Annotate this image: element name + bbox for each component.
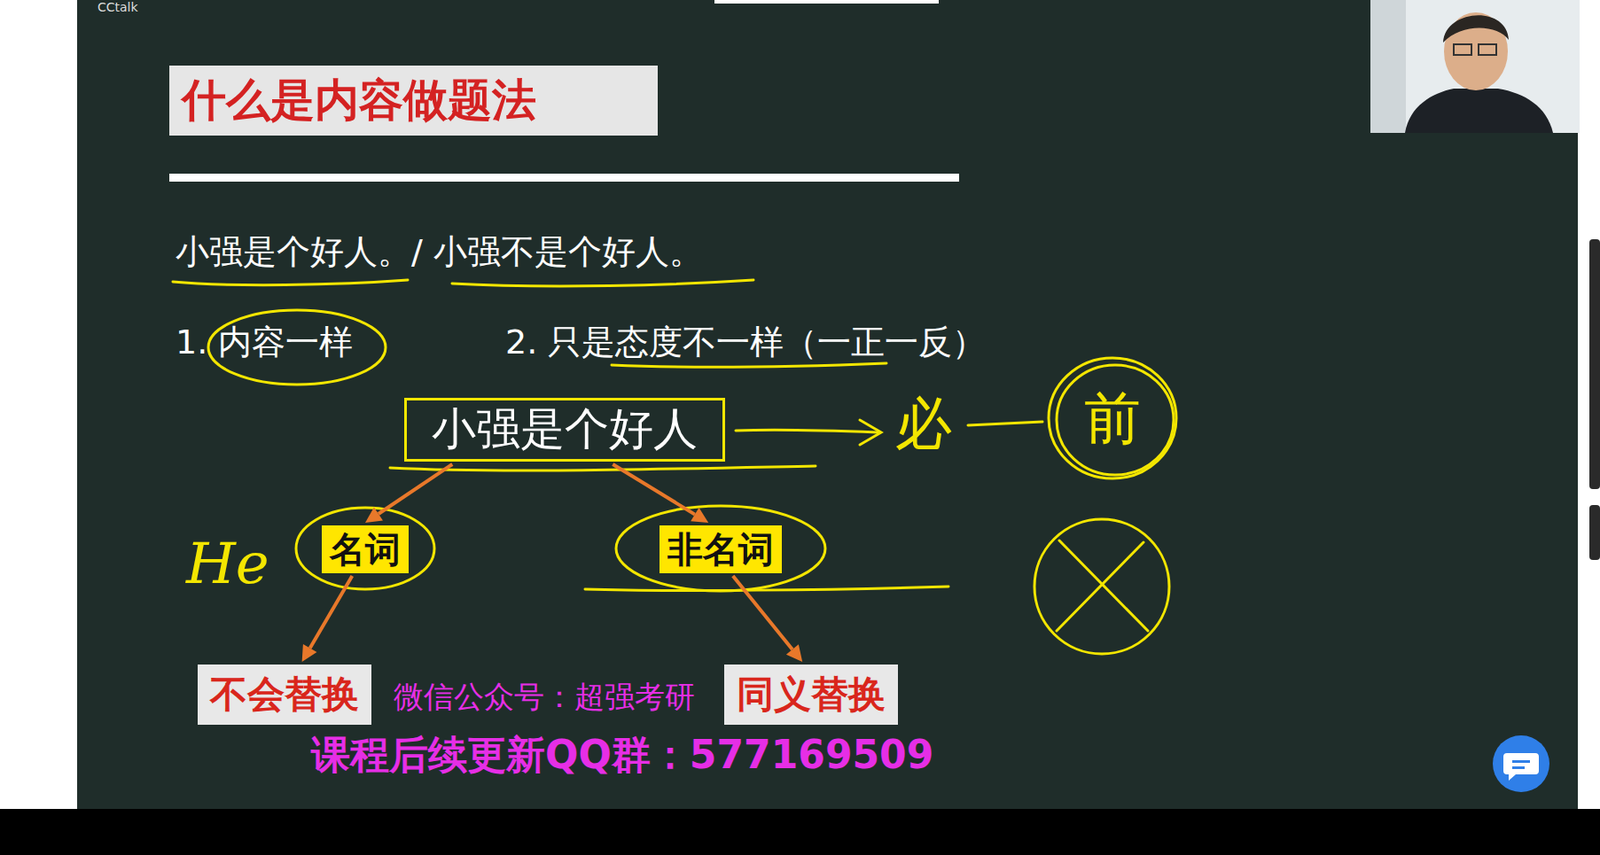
chat-icon xyxy=(1512,766,1525,770)
title-text: 什么是内容做题法 xyxy=(181,75,537,127)
arrow-line xyxy=(733,576,793,650)
arrow-head xyxy=(365,507,383,523)
box-text: 不会替换 xyxy=(210,673,360,717)
watermark: 课程后续更新QQ群：577169509 xyxy=(311,732,934,780)
result-box: 同义替换 xyxy=(724,664,898,726)
hand-circle xyxy=(616,506,826,592)
hand-underline xyxy=(611,363,887,367)
flow-arrow xyxy=(733,576,803,663)
hand-underline xyxy=(172,280,408,286)
hand-cross xyxy=(1056,540,1148,632)
chat-button xyxy=(1492,735,1550,793)
box-text: 非名词 xyxy=(667,529,774,570)
app-name: CCtalk xyxy=(97,0,139,16)
arrow-line xyxy=(378,464,453,515)
webcam-person xyxy=(1443,12,1508,91)
point-text: 2. 只是态度不一样（一正一反） xyxy=(505,322,986,364)
title-rule xyxy=(169,173,960,182)
hand-circle xyxy=(1056,365,1174,476)
hand-arrow xyxy=(735,429,878,433)
chat-icon xyxy=(1512,760,1530,764)
hand-underline xyxy=(585,586,949,591)
hand-underline xyxy=(452,280,754,287)
hand-note: He xyxy=(186,530,270,599)
hand-note: 必 xyxy=(895,390,953,459)
flow-arrow xyxy=(612,464,709,523)
webcam-person xyxy=(1404,88,1554,133)
flow-arrow xyxy=(302,576,353,663)
box-text: 同义替换 xyxy=(736,673,886,717)
side-tab xyxy=(1589,239,1600,490)
box-text: 小强是个好人 xyxy=(431,404,698,456)
watermark: 微信公众号：超强考研 xyxy=(393,679,695,716)
webcam-frame xyxy=(1370,0,1580,133)
arrow-head xyxy=(302,644,318,663)
side-tab xyxy=(1589,505,1600,561)
webcam-person xyxy=(1478,44,1497,55)
hand-circle xyxy=(1048,358,1177,479)
hand-cross-circle xyxy=(1034,519,1170,655)
arrow-head xyxy=(690,507,709,523)
webcam-wall xyxy=(1370,0,1406,133)
title-box: 什么是内容做题法 xyxy=(169,65,658,136)
point-text: 1. 内容一样 xyxy=(175,322,353,364)
chat-icon xyxy=(1503,753,1539,781)
box-text: 名词 xyxy=(329,529,401,570)
hand-dash xyxy=(967,421,1043,426)
concept-box: 小强是个好人 xyxy=(404,398,726,462)
flow-arrow xyxy=(365,464,453,523)
arrow-line xyxy=(310,576,353,648)
page-margin xyxy=(0,0,78,810)
arrow-head xyxy=(786,644,803,663)
hand-underline xyxy=(390,466,816,471)
webcam-person xyxy=(1443,15,1509,43)
top-tab xyxy=(714,0,939,4)
hand-circle xyxy=(296,507,435,590)
arrow-line xyxy=(612,464,695,516)
webcam-person xyxy=(1453,44,1472,55)
category-box: 名词 xyxy=(321,525,409,574)
hand-note: 前 xyxy=(1084,384,1141,453)
example-sentence: 小强是个好人。/ 小强不是个好人。 xyxy=(175,232,703,274)
hand-arrow xyxy=(859,420,882,445)
category-box: 非名词 xyxy=(659,525,782,574)
result-box: 不会替换 xyxy=(197,664,372,726)
